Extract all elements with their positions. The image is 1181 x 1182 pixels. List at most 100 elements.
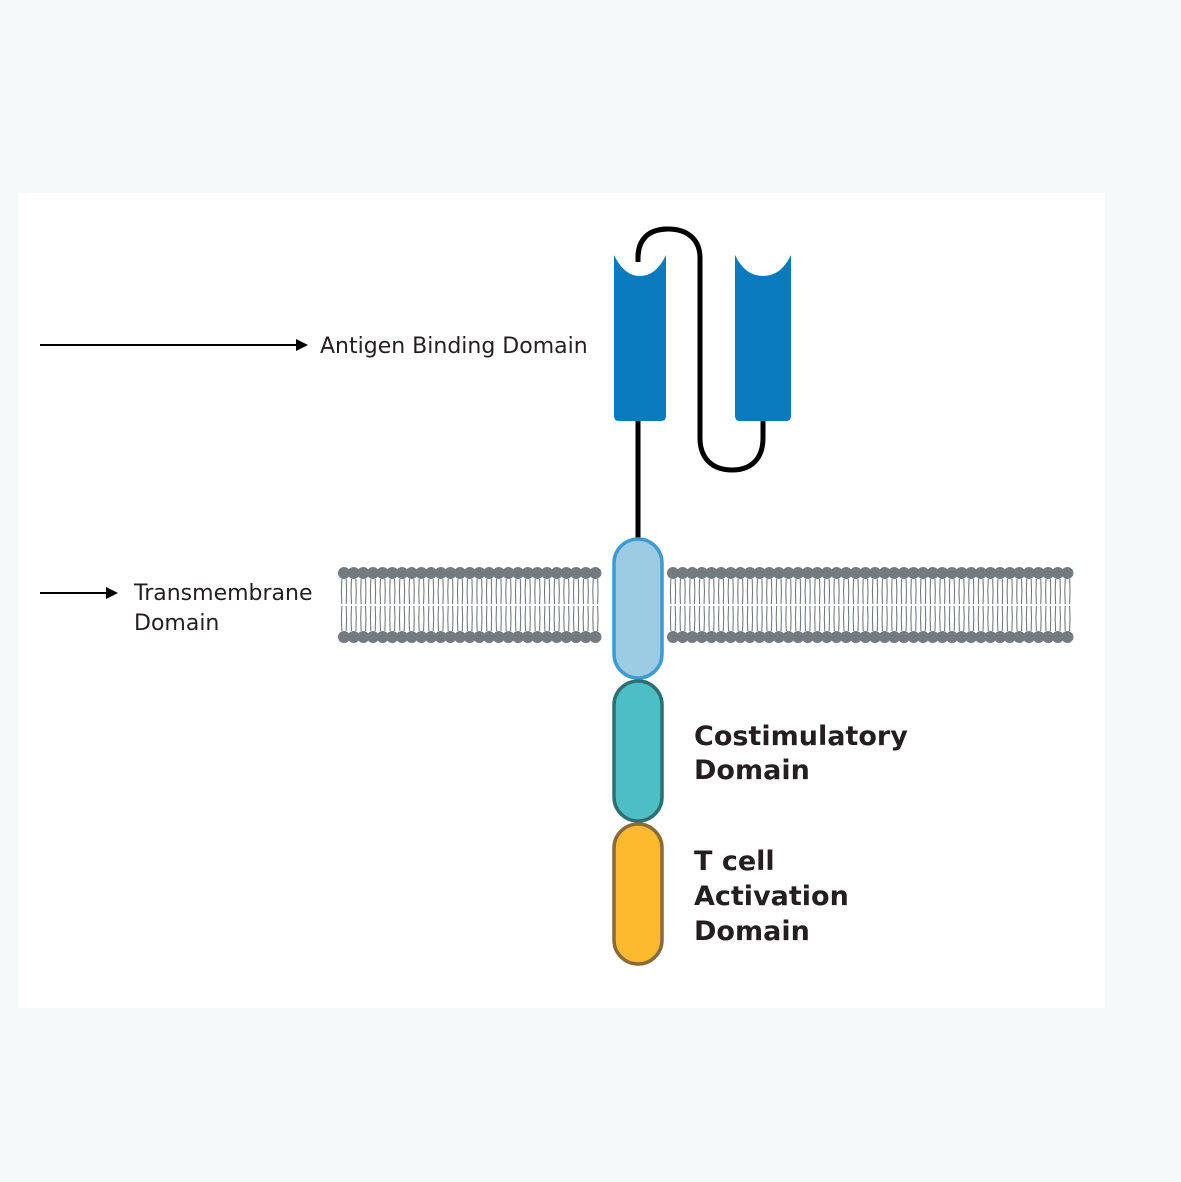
lipid-head-inner [734,631,747,643]
lipid-head-outer [1032,567,1045,579]
lipid-head-inner [782,631,795,643]
lipid-head-outer [560,567,573,579]
lipid-head-outer [502,567,515,579]
lipid-head-outer [1042,567,1055,579]
lipid-head-outer [1013,567,1026,579]
lipid-head-inner [454,631,467,643]
lipid-head-inner [463,631,476,643]
lipid-head-outer [492,567,505,579]
lipid-head-outer [425,567,438,579]
lipid-head-outer [974,567,987,579]
costimulatory-domain [612,679,664,823]
lipid-head-outer [444,567,457,579]
lipid-head-outer [550,567,563,579]
lipid-head-outer [396,567,409,579]
lipid-head-outer [869,567,882,579]
lipid-head-outer [473,567,486,579]
lipid-head-inner [492,631,505,643]
lipid-head-inner [859,631,872,643]
lipid-head-outer [926,567,939,579]
lipid-head-outer [1051,567,1064,579]
lipid-head-outer [801,567,814,579]
lipid-head-outer [859,567,872,579]
lipid-head-inner [570,631,583,643]
lipid-head-inner [386,631,399,643]
costimulatory-label-line1: Costimulatory [694,721,908,752]
lipid-head-outer [907,567,920,579]
lipid-bilayer-right [667,567,1074,643]
lipid-head-inner [1061,631,1074,643]
lipid-head-outer [338,567,350,579]
lipid-head-inner [521,631,534,643]
lipid-head-inner [743,631,756,643]
transmembrane-label-line2: Domain [134,611,219,636]
lipid-head-inner [579,631,592,643]
lipid-head-inner [974,631,987,643]
lipid-head-outer [888,567,901,579]
lipid-head-outer [994,567,1007,579]
lipid-head-outer [376,567,389,579]
lipid-head-inner [444,631,457,643]
lipid-head-outer [753,567,766,579]
lipid-head-inner [376,631,389,643]
lipid-head-inner [715,631,728,643]
lipid-head-inner [869,631,882,643]
lipid-head-inner [945,631,958,643]
lipid-head-inner [512,631,525,643]
lipid-head-outer [415,567,428,579]
lipid-head-inner [1013,631,1026,643]
tcell-label-line1: T cell [694,846,775,877]
lipid-head-outer [897,567,910,579]
lipid-head-inner [1003,631,1016,643]
lipid-head-inner [560,631,573,643]
lipid-head-outer [386,567,399,579]
lipid-head-inner [753,631,766,643]
lipid-head-inner [897,631,910,643]
lipid-head-inner [936,631,949,643]
lipid-head-outer [579,567,592,579]
lipid-head-inner [425,631,438,643]
lipid-head-inner [705,631,718,643]
lipid-head-inner [1022,631,1035,643]
lipid-head-outer [1022,567,1035,579]
lipid-head-inner [531,631,544,643]
lipid-head-outer [724,567,737,579]
lipid-head-inner [1042,631,1055,643]
lipid-head-outer [589,567,602,579]
lipid-head-outer [405,567,418,579]
lipid-head-outer [695,567,708,579]
lipid-head-inner [367,631,380,643]
tcell-label-line2: Activation [694,881,849,912]
lipid-head-outer [531,567,544,579]
lipid-head-inner [550,631,563,643]
lipid-head-outer [955,567,968,579]
lipid-head-inner [763,631,776,643]
lipid-head-inner [955,631,968,643]
lipid-head-inner [589,631,602,643]
lipid-head-outer [454,567,467,579]
lipid-head-outer [945,567,958,579]
lipid-head-inner [1032,631,1045,643]
lipid-head-inner [811,631,824,643]
lipid-head-inner [357,631,370,643]
lipid-bilayer-left [338,567,602,643]
lipid-head-outer [878,567,891,579]
lipid-head-outer [917,567,930,579]
lipid-head-outer [541,567,554,579]
lipid-head-inner [840,631,853,643]
lipid-head-outer [772,567,785,579]
lipid-head-outer [830,567,843,579]
lipid-head-inner [724,631,737,643]
lipid-head-outer [705,567,718,579]
lipid-head-outer [434,567,447,579]
lipid-head-outer [483,567,496,579]
lipid-head-inner [926,631,939,643]
lipid-head-outer [570,567,583,579]
lipid-head-outer [347,567,360,579]
lipid-head-inner [338,631,350,643]
scfv-linker-overlap [635,226,669,262]
lipid-head-inner [483,631,496,643]
tcell-label-line3: Domain [694,916,810,947]
costimulatory-label-line2: Domain [694,755,810,786]
